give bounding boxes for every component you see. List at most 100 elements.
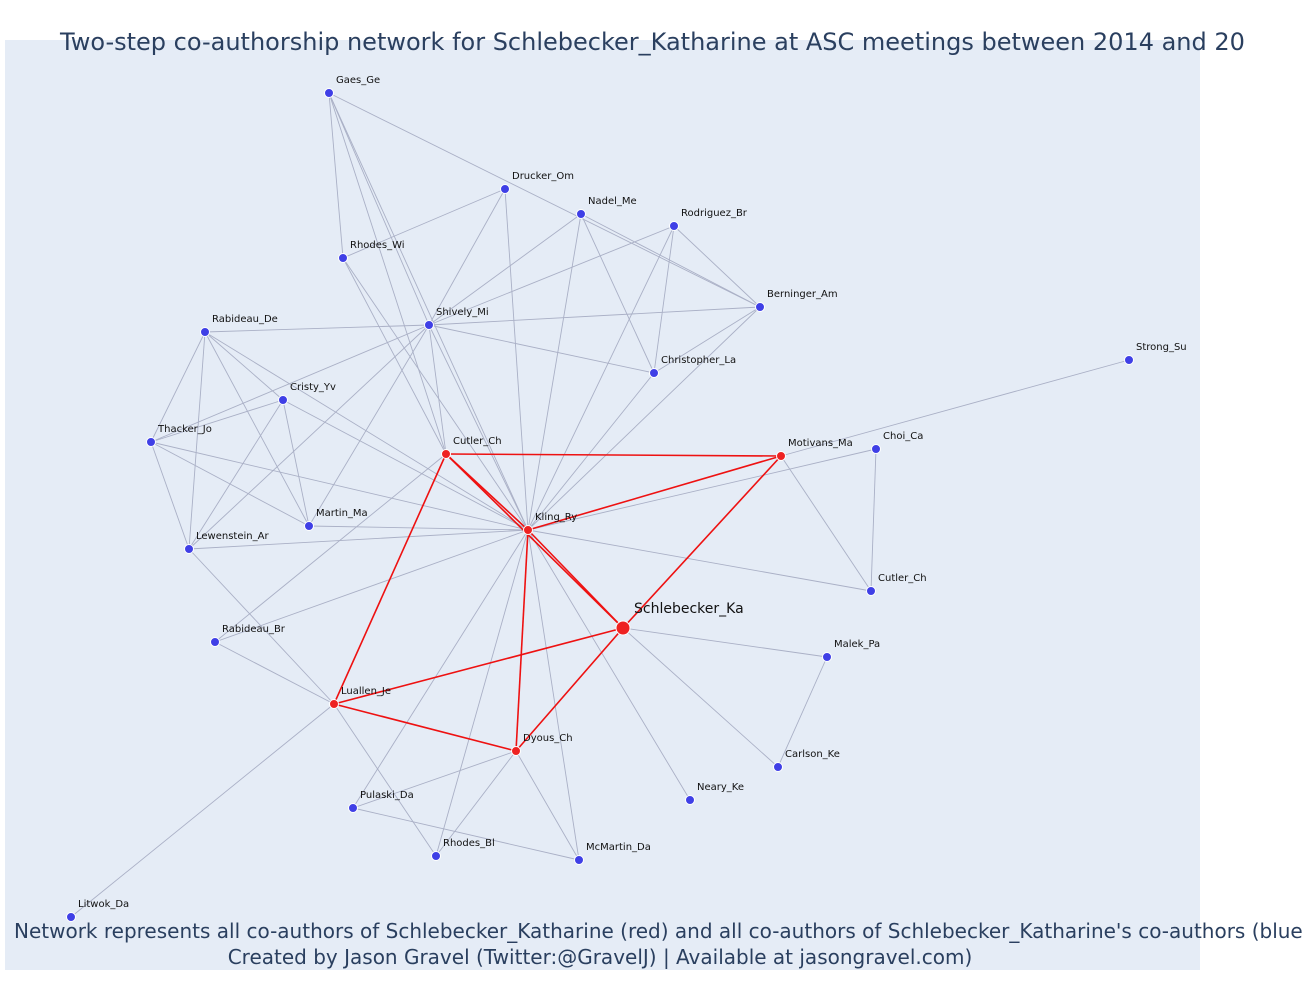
node-thacker-jo[interactable] — [146, 437, 156, 447]
node-cristy-yv[interactable] — [278, 395, 288, 405]
node-dyous-ch[interactable] — [511, 746, 521, 756]
grey-edge — [580, 213, 761, 308]
network-graph[interactable]: Gaes_GeDrucker_OmNadel_MeRodriguez_BrRho… — [0, 0, 1200, 1000]
grey-edge — [70, 703, 335, 918]
grey-edge — [342, 257, 529, 531]
node-label: Lewenstein_Ar — [196, 531, 269, 542]
node-martin-ma[interactable] — [304, 521, 314, 531]
node-drucker-om[interactable] — [500, 184, 510, 194]
grey-edge — [150, 331, 206, 443]
node-kling-ry[interactable] — [523, 525, 533, 535]
node-choi-ca[interactable] — [871, 444, 881, 454]
edges-first-order — [333, 453, 782, 752]
grey-edge — [188, 331, 206, 550]
grey-edge — [150, 324, 430, 443]
node-labels: Gaes_GeDrucker_OmNadel_MeRodriguez_BrRho… — [78, 75, 1187, 910]
node-label: Berninger_Am — [767, 289, 838, 300]
node-label: Cutler_Ch — [453, 436, 502, 447]
grey-edge — [527, 225, 675, 531]
grey-edge — [527, 372, 655, 531]
grey-edge — [150, 441, 310, 527]
red-edge — [333, 703, 517, 752]
grey-edge — [308, 525, 529, 531]
node-label: McMartin_Da — [586, 842, 651, 853]
grey-edge — [204, 331, 529, 531]
node-label: Nadel_Me — [588, 196, 637, 207]
node-nadel-me[interactable] — [576, 209, 586, 219]
grey-edge — [780, 455, 872, 592]
grey-edge — [504, 188, 529, 531]
grey-edge — [328, 92, 529, 531]
grey-edge — [204, 331, 310, 527]
red-edge — [622, 455, 782, 629]
node-motivans-ma[interactable] — [776, 451, 786, 461]
node-label: Cutler_Ch — [878, 573, 927, 584]
node-label: Martin_Ma — [316, 508, 368, 519]
grey-edge — [352, 529, 529, 809]
grey-edge — [328, 92, 761, 308]
nodes — [66, 88, 1134, 922]
node-label: Drucker_Om — [512, 171, 574, 182]
node-label: Strong_Su — [1136, 342, 1187, 353]
node-rabideau-br[interactable] — [210, 637, 220, 647]
node-luallen-je[interactable] — [329, 699, 339, 709]
grey-edge — [527, 448, 877, 531]
node-strong-su[interactable] — [1124, 355, 1134, 365]
grey-edge — [428, 213, 582, 326]
grey-edge — [308, 324, 430, 527]
grey-edge — [150, 399, 284, 443]
node-christopher-la[interactable] — [649, 368, 659, 378]
grey-edge — [282, 399, 529, 531]
node-lewenstein-ar[interactable] — [184, 544, 194, 554]
grey-edge — [527, 529, 872, 592]
red-edge — [333, 453, 447, 705]
grey-edge — [653, 306, 761, 374]
node-label: Rodriguez_Br — [681, 208, 748, 219]
node-malek-pa[interactable] — [822, 652, 832, 662]
node-label: Rhodes_Wi — [350, 240, 405, 251]
grey-edge — [214, 641, 335, 705]
grey-edge — [188, 399, 284, 550]
grey-edge — [527, 529, 580, 861]
grey-edge — [333, 703, 437, 857]
grey-edge — [428, 324, 447, 455]
node-rhodes-bl[interactable] — [431, 851, 441, 861]
grey-edge — [580, 213, 655, 374]
node-gaes-ge[interactable] — [324, 88, 334, 98]
node-cutler-ch[interactable] — [441, 449, 451, 459]
node-cutler-ch[interactable] — [866, 586, 876, 596]
node-schlebecker-ka[interactable] — [615, 620, 631, 636]
grey-edge — [435, 529, 529, 857]
grey-edge — [435, 750, 517, 857]
node-label: Carlson_Ke — [785, 749, 840, 760]
node-rodriguez-br[interactable] — [669, 221, 679, 231]
grey-edge — [515, 750, 580, 861]
node-shively-mi[interactable] — [424, 320, 434, 330]
node-label: Luallen_Je — [341, 686, 391, 697]
grey-edge — [352, 750, 517, 809]
node-neary-ke[interactable] — [685, 795, 695, 805]
node-label: Thacker_Jo — [157, 424, 212, 435]
node-rhodes-wi[interactable] — [338, 253, 348, 263]
node-label: Schlebecker_Ka — [634, 601, 744, 617]
grey-edge — [870, 448, 877, 592]
node-pulaski-da[interactable] — [348, 803, 358, 813]
caption-line-2: Created by Jason Gravel (Twitter:@Gravel… — [227, 945, 973, 969]
red-edge — [515, 627, 624, 752]
node-label: Cristy_Yv — [290, 382, 336, 393]
node-carlson-ke[interactable] — [773, 762, 783, 772]
node-label: Rabideau_De — [212, 314, 278, 325]
node-label: Gaes_Ge — [336, 75, 380, 86]
node-rabideau-de[interactable] — [200, 327, 210, 337]
node-berninger-am[interactable] — [755, 302, 765, 312]
red-edge — [333, 627, 624, 705]
grey-edge — [428, 324, 655, 374]
red-edge — [527, 455, 782, 531]
node-mcmartin-da[interactable] — [574, 855, 584, 865]
node-label: Pulaski_Da — [360, 790, 414, 801]
grey-edge — [342, 188, 506, 259]
node-litwok-da[interactable] — [66, 912, 76, 922]
grey-edge — [352, 807, 580, 861]
grey-edge — [673, 225, 761, 308]
grey-edge — [428, 188, 506, 326]
